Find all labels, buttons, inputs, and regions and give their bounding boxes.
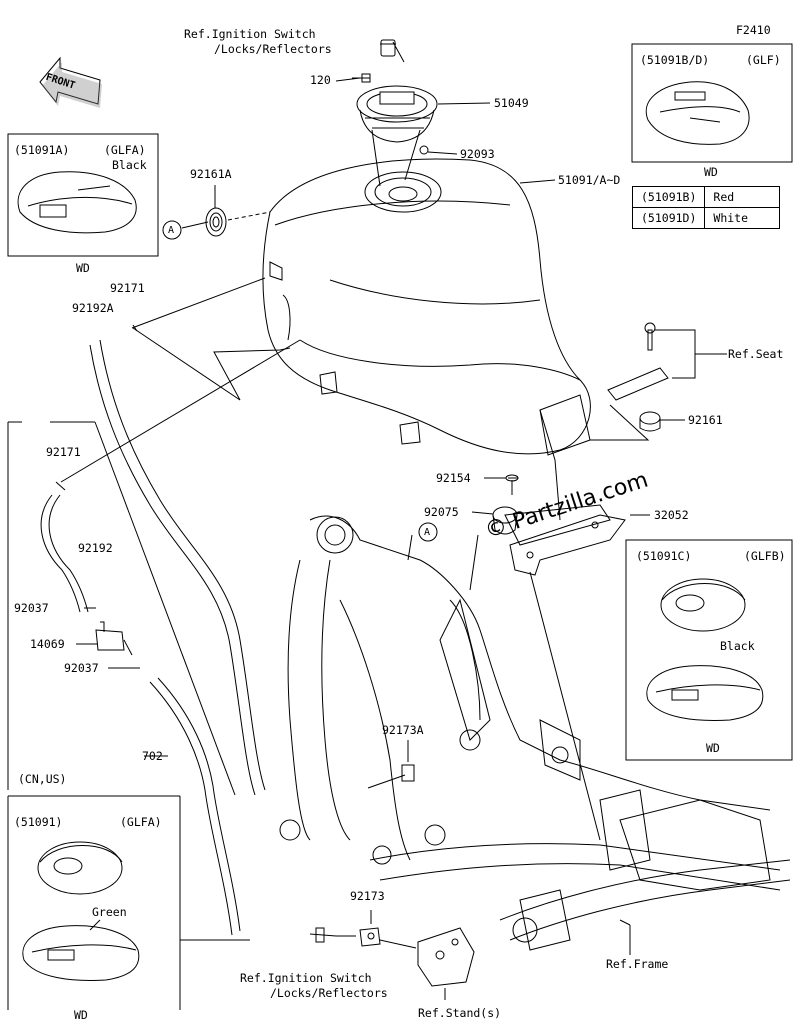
variant-glfa-green-name: (GLFA) [120, 815, 162, 829]
table-row: (51091D) White [631, 207, 781, 229]
variant-glfb-name: (GLFB) [744, 549, 786, 563]
mini-tank-glfa-green-top [37, 841, 123, 895]
motorcycle-frame [279, 409, 791, 951]
variant-glfa-green-color: Green [92, 905, 127, 919]
label-part-51049: 51049 [494, 96, 529, 110]
fuel-cap-assembly [352, 39, 438, 155]
rubber-damper-92075 [492, 506, 518, 535]
label-part-92173a: 92173A [382, 723, 424, 737]
seat-bracket [607, 322, 669, 432]
mini-tank-glfa-black [17, 171, 137, 234]
label-part-120: 120 [310, 73, 331, 87]
label-part-92192a: 92192A [72, 301, 114, 315]
callout-a-frame: A [424, 527, 431, 538]
label-part-92173: 92173 [350, 889, 385, 903]
variant-glf-note: WD [704, 165, 718, 179]
label-part-92037-upper: 92037 [14, 601, 49, 615]
mini-tank-glfa-green-side [22, 925, 140, 981]
hose-92192a [89, 339, 266, 796]
bottom-small-parts [309, 764, 475, 987]
label-part-51091-a-d: 51091/A~D [558, 173, 621, 187]
label-part-92171-upper: 92171 [110, 281, 145, 295]
variant-glfb-color: Black [720, 639, 755, 653]
label-part-92192: 92192 [78, 541, 113, 555]
label-part-92161: 92161 [688, 413, 723, 427]
color-table: (51091B) Red (51091D) White [631, 186, 781, 229]
cn-us-pipe-group [7, 421, 250, 1010]
label-ref-ignition-bottom-1: Ref.Ignition Switch [240, 971, 372, 985]
label-cn-us: (CN,US) [18, 772, 67, 786]
variant-glf-code: (51091B/D) [640, 53, 710, 67]
variant-glf-name: (GLF) [746, 53, 781, 67]
label-part-92154: 92154 [436, 471, 471, 485]
variant-glfa-black-note: WD [76, 261, 90, 275]
label-ref-seat: Ref.Seat [728, 347, 784, 361]
color-code-cell: (51091D) [631, 207, 706, 229]
label-part-92037-lower: 92037 [64, 661, 99, 675]
label-part-702: 702 [142, 749, 163, 763]
label-ref-ignition-top-2: /Locks/Reflectors [214, 42, 332, 56]
variant-glfb-code: (51091C) [636, 549, 692, 563]
grommet-92161a [205, 207, 227, 237]
label-part-92161a: 92161A [190, 167, 232, 181]
mini-tank-glf [645, 81, 750, 145]
label-ref-ignition-bottom-2: /Locks/Reflectors [270, 986, 388, 1000]
label-part-14069: 14069 [30, 637, 65, 651]
variant-glfa-black-name: (GLFA) [104, 143, 146, 157]
mini-tank-glfb-top [660, 578, 746, 632]
color-name-cell: White [704, 207, 781, 229]
mini-tank-glfb-side [646, 665, 764, 721]
variant-glfb-note: WD [706, 741, 720, 755]
table-row: (51091B) Red [631, 186, 781, 208]
label-ref-frame: Ref.Frame [606, 957, 669, 971]
label-part-32052: 32052 [654, 508, 689, 522]
variant-glfa-black-code: (51091A) [14, 143, 70, 157]
variant-glfa-green-note: WD [74, 1008, 88, 1022]
bracket-32052 [509, 514, 626, 576]
label-part-92171-lower: 92171 [46, 445, 81, 459]
variant-glfa-black-color: Black [112, 158, 147, 172]
callout-a-left: A [168, 225, 175, 236]
fuel-tank [262, 158, 591, 456]
color-name-cell: Red [704, 186, 781, 208]
figure-code: F2410 [736, 23, 771, 37]
label-part-92093: 92093 [460, 147, 495, 161]
label-ref-ignition-top-1: Ref.Ignition Switch [184, 27, 316, 41]
variant-glfa-green-code: (51091) [14, 815, 63, 829]
label-ref-stands: Ref.Stand(s) [418, 1006, 502, 1020]
label-part-92075: 92075 [424, 505, 459, 519]
color-code-cell: (51091B) [631, 186, 706, 208]
front-arrow-icon [39, 56, 102, 108]
